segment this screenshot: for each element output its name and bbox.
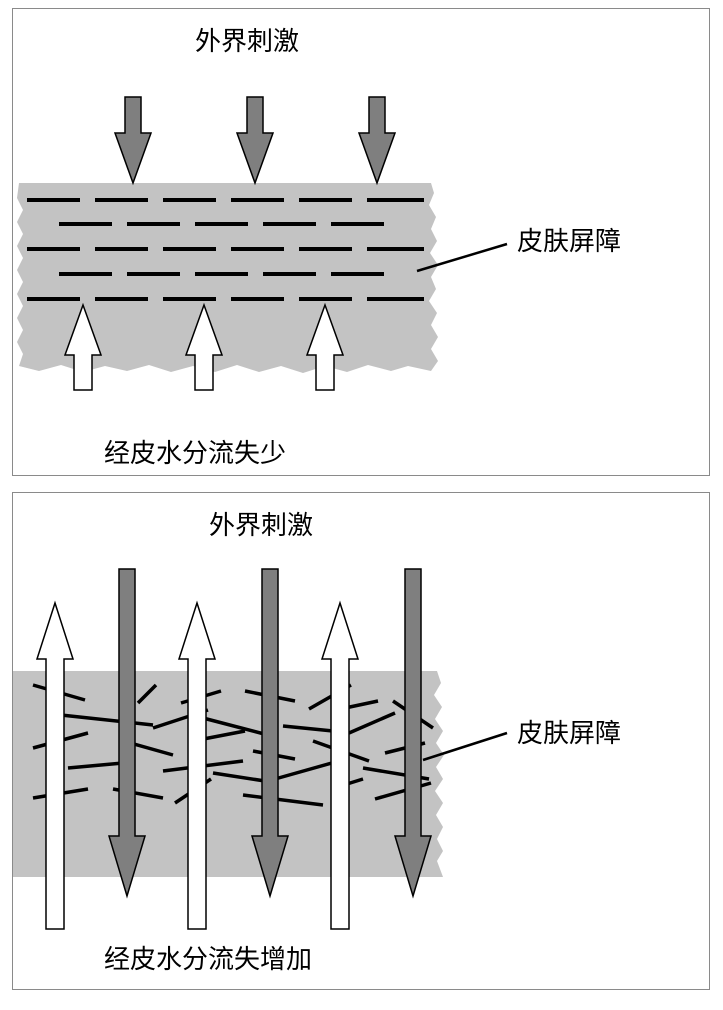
- down-arrow-icon: [107, 568, 147, 899]
- water-loss-arrows-up: [63, 302, 345, 391]
- up-arrow-icon: [35, 600, 75, 930]
- water-loss-caption: 经皮水分流失增加: [104, 945, 313, 975]
- up-arrow-icon: [63, 302, 103, 391]
- lipid-fragment: [67, 761, 124, 770]
- damaged-barrier-panel: 外界刺激 皮肤屏障 经皮水分流失增加: [12, 492, 710, 990]
- down-arrow-icon: [393, 568, 433, 899]
- lipid-fragment: [136, 683, 158, 705]
- lipid-fragment: [60, 713, 154, 727]
- lipid-lamellae-ordered: [27, 198, 424, 301]
- lipid-fragment: [202, 716, 269, 737]
- barrier-label: 皮肤屏障: [517, 719, 622, 749]
- lipid-fragment: [282, 724, 334, 733]
- down-arrow-icon: [113, 96, 153, 186]
- water-loss-arrows-up: [35, 600, 360, 930]
- barrier-label: 皮肤屏障: [517, 227, 622, 257]
- lipid-fragment: [274, 759, 340, 781]
- stimulus-arrows-down: [107, 568, 433, 899]
- up-arrow-icon: [320, 600, 360, 930]
- lipid-fragment: [348, 711, 396, 735]
- barrier-leader-line: [422, 731, 508, 762]
- lipid-fragment: [242, 793, 324, 807]
- stimulus-arrows-down: [113, 96, 397, 186]
- damaged-barrier-diagram: [13, 568, 508, 930]
- intact-barrier-panel: 外界刺激 皮肤屏障 经皮水分流失少: [12, 8, 710, 476]
- up-arrow-icon: [305, 302, 345, 391]
- down-arrow-icon: [250, 568, 290, 899]
- down-arrow-icon: [235, 96, 275, 186]
- intact-barrier-diagram: [17, 96, 508, 391]
- up-arrow-icon: [177, 600, 217, 930]
- water-loss-caption: 经皮水分流失少: [104, 439, 287, 469]
- barrier-leader-line: [416, 242, 508, 273]
- down-arrow-icon: [357, 96, 397, 186]
- stimulus-label: 外界刺激: [209, 511, 314, 541]
- up-arrow-icon: [184, 302, 224, 391]
- stimulus-label: 外界刺激: [195, 27, 300, 57]
